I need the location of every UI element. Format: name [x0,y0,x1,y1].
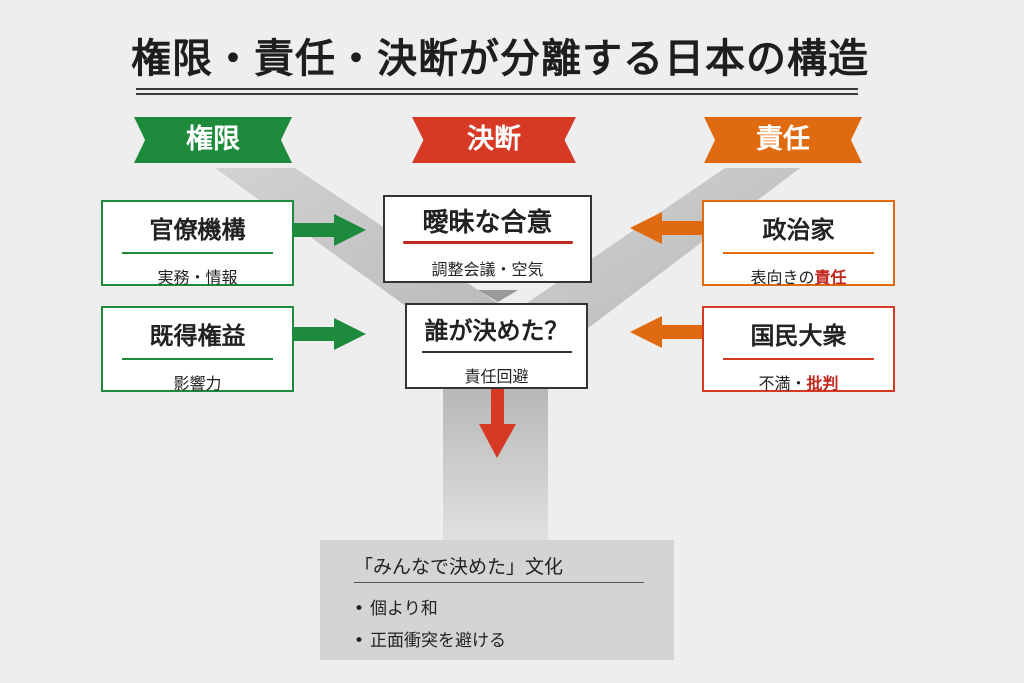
box-politicians-line [722,252,875,254]
box-vested-interests: 既得権益 影響力 [101,306,294,393]
box-politicians-sub-accent: 責任 [814,268,847,287]
culture-list: •個より和 •正面衝突を避ける [354,593,674,657]
box-public-title: 国民大衆 [750,322,847,350]
box-ambiguous-consensus-sub: 調整会議・空気 [431,260,544,279]
box-politicians-sub: 表向きの責任 [704,264,893,288]
culture-bullet: •正面衝突を避ける [354,625,674,657]
red-underline [402,241,573,244]
box-bureaucracy-title: 官僚機構 [149,216,246,244]
box-ambiguous-consensus: 曖昧な合意 調整会議・空気 [383,195,592,283]
culture-bullet-text: 正面衝突を避ける [370,631,507,651]
arrow-right-top [630,212,702,244]
funnel-stem [443,380,548,545]
box-public: 国民大衆 不満・批判 [702,306,895,394]
box-bureaucracy: 官僚機構 実務・情報 [101,200,294,287]
arrow-left-top [294,214,366,246]
box-public-sub-accent: 批判 [806,374,839,393]
banner-authority: 権限 [134,117,292,163]
box-bureaucracy-sub: 実務・情報 [157,268,238,287]
box-public-sub-prefix: 不満・ [758,374,807,393]
title-rule-top [136,88,858,90]
box-bureaucracy-line [121,252,274,254]
banner-responsibility: 責任 [704,117,862,163]
box-ambiguous-consensus-title: 曖昧な合意 [422,208,553,238]
title-rule-bottom [136,93,858,95]
dark-underline [421,351,572,353]
box-public-sub: 不満・批判 [704,370,893,394]
banner-decision: 決断 [412,117,576,163]
box-who-decided-sub: 責任回避 [464,367,529,386]
box-vested-interests-line [121,358,274,360]
culture-panel: 「みんなで決めた」文化 •個より和 •正面衝突を避ける [320,540,674,660]
box-who-decided-title: 誰が決めた？ [424,317,569,345]
arrow-right-bottom [630,316,702,348]
culture-heading: 「みんなで決めた」文化 [354,556,564,578]
culture-divider [354,582,644,583]
arrow-down [479,388,516,458]
box-who-decided: 誰が決めた？ 責任回避 [405,303,588,389]
box-vested-interests-sub: 影響力 [173,374,222,393]
page-title: 権限・責任・決断が分離する日本の構造 [131,36,869,82]
box-politicians-title: 政治家 [762,216,835,244]
connector-notch [478,290,518,302]
box-public-line [722,358,875,360]
box-politicians-sub-prefix: 表向きの [750,268,815,287]
culture-bullet-text: 個より和 [370,599,438,619]
bullet-dot-icon: • [354,631,365,651]
culture-bullet: •個より和 [354,593,674,625]
bullet-dot-icon: • [354,599,365,619]
box-politicians: 政治家 表向きの責任 [702,200,895,288]
arrow-left-bottom [294,318,366,350]
box-vested-interests-title: 既得権益 [149,322,246,350]
